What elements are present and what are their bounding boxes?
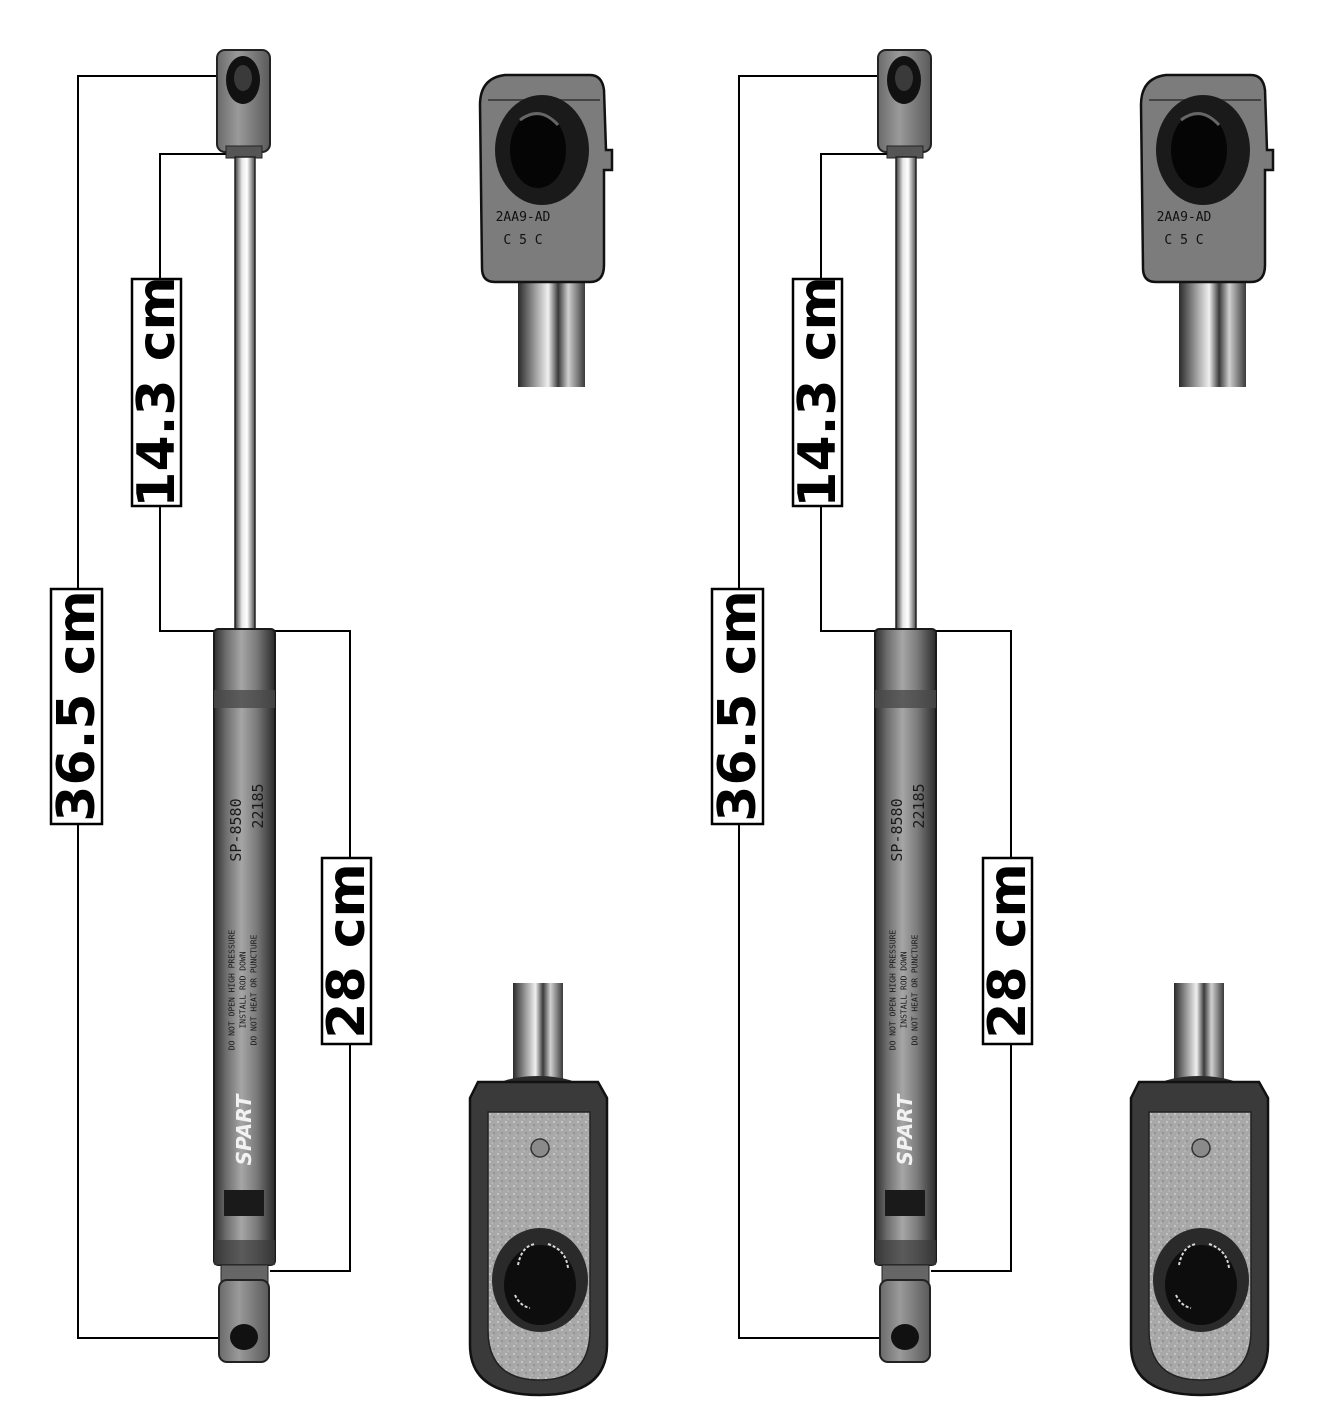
brand-logo: SPART: [893, 1093, 917, 1165]
part-code: 22185: [910, 783, 928, 828]
part-number: SP-8580: [227, 798, 245, 861]
total-length-label: 36.5 cm: [708, 590, 768, 821]
warning-line-2: INSTALL ROD DOWN: [239, 951, 248, 1028]
part-code: 22185: [249, 783, 267, 828]
cylinder-length-label: 28 cm: [978, 863, 1038, 1038]
warning-line-1: DO NOT OPEN HIGH PRESSURE: [889, 930, 898, 1051]
fitting-stamp-top: 2AA9-AD: [496, 210, 551, 225]
total-length-label: 36.5 cm: [47, 590, 107, 821]
fitting-stamp-bottom: C 5 C: [503, 233, 542, 248]
brand-logo: SPART: [232, 1093, 256, 1165]
part-number: SP-8580: [888, 798, 906, 861]
warning-line-1: DO NOT OPEN HIGH PRESSURE: [228, 930, 237, 1051]
warning-line-2: INSTALL ROD DOWN: [900, 951, 909, 1028]
rod-length-label: 14.3 cm: [788, 276, 848, 507]
left-assembly: [77, 49, 614, 1397]
right-assembly: [738, 49, 1275, 1397]
fitting-stamp-bottom: C 5 C: [1164, 233, 1203, 248]
warning-line-3: DO NOT HEAT OR PUNCTURE: [911, 934, 920, 1045]
cylinder-length-label: 28 cm: [317, 863, 377, 1038]
fitting-stamp-top: 2AA9-AD: [1157, 210, 1212, 225]
right-labels: 36.5 cm 14.3 cm 28 cm SPART SP-8580 2218…: [708, 210, 1212, 1165]
rod-length-label: 14.3 cm: [127, 276, 187, 507]
warning-line-3: DO NOT HEAT OR PUNCTURE: [250, 934, 259, 1045]
left-labels: 36.5 cm 14.3 cm 28 cm SPART SP-8580 2218…: [47, 210, 551, 1165]
